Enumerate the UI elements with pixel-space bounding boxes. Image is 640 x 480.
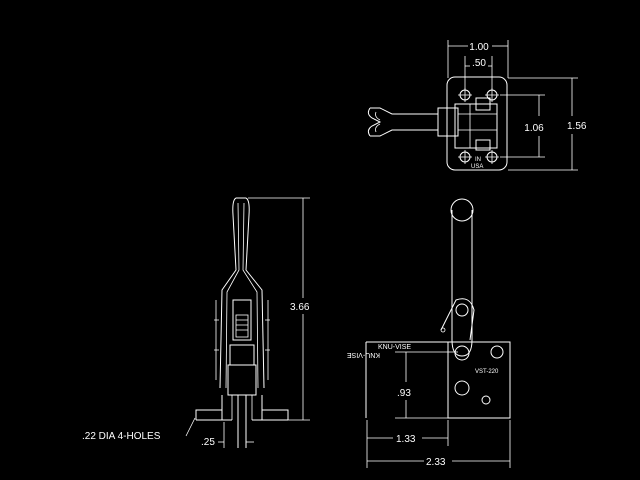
dim-top-half-label: .50 bbox=[472, 58, 486, 69]
front-lower-pivot bbox=[454, 380, 470, 396]
front-body-center bbox=[447, 342, 510, 419]
front-view: KNU-VISE KNU-VISE VST-220 .93 1.33 2.33 bbox=[347, 198, 511, 468]
top-handle-block bbox=[437, 107, 459, 137]
side-pivot-block bbox=[229, 344, 255, 366]
top-body-detail bbox=[458, 104, 497, 148]
top-fork-inner bbox=[375, 111, 381, 133]
front-mount-hole bbox=[481, 395, 491, 405]
top-pivot-upper bbox=[475, 97, 491, 111]
side-spindle bbox=[237, 395, 247, 448]
side-lower-body bbox=[227, 364, 257, 396]
front-upper-pivot bbox=[455, 303, 469, 317]
top-pivot-lower bbox=[475, 139, 491, 151]
side-view: 3.66 .22 DIA 4-HOLES .25 bbox=[82, 197, 310, 448]
side-handle-outline bbox=[219, 197, 265, 389]
side-base bbox=[195, 395, 289, 421]
front-handle-bar bbox=[451, 210, 473, 357]
brand-label: KNU-VISE bbox=[378, 344, 411, 351]
front-body bbox=[365, 341, 511, 419]
dim-front-pivot-label: .93 bbox=[397, 388, 411, 399]
side-link-block bbox=[232, 299, 252, 341]
dim-side-height-label: 3.66 bbox=[290, 302, 310, 313]
side-handle-inner bbox=[225, 202, 259, 389]
front-small-pin bbox=[440, 327, 446, 333]
model-label: VST-220 bbox=[475, 369, 499, 375]
top-arm bbox=[370, 107, 438, 137]
top-view: 1.00 .50 1.56 1.06 IN USA bbox=[367, 40, 587, 171]
made-in-label-1: IN bbox=[475, 157, 481, 163]
top-hole-centerlines bbox=[458, 88, 499, 164]
dim-top-inner-label: 1.06 bbox=[524, 123, 544, 134]
side-body-sides bbox=[214, 300, 270, 380]
dim-top-width-label: 1.00 bbox=[469, 42, 489, 53]
front-linkage bbox=[440, 298, 475, 341]
side-base-center bbox=[231, 395, 253, 420]
made-in-label-2: USA bbox=[471, 164, 483, 170]
side-link-inner bbox=[235, 314, 249, 338]
front-main-pivot bbox=[454, 345, 470, 361]
dim-front-overall-label: 2.33 bbox=[426, 457, 446, 468]
dim-side-base-label: .25 bbox=[201, 437, 215, 448]
front-handle-grip bbox=[450, 198, 474, 222]
front-spindle-hole bbox=[490, 345, 504, 359]
top-fork bbox=[367, 107, 382, 137]
dim-top-overall-label: 1.56 bbox=[567, 121, 587, 132]
side-link-ribs bbox=[236, 319, 248, 331]
hole-note-label: .22 DIA 4-HOLES bbox=[82, 431, 161, 442]
top-base-plate bbox=[446, 76, 508, 171]
dim-front-offset-label: 1.33 bbox=[396, 434, 416, 445]
hole-note-leader bbox=[185, 417, 196, 437]
brand-label-mirrored: KNU-VISE bbox=[347, 351, 380, 358]
